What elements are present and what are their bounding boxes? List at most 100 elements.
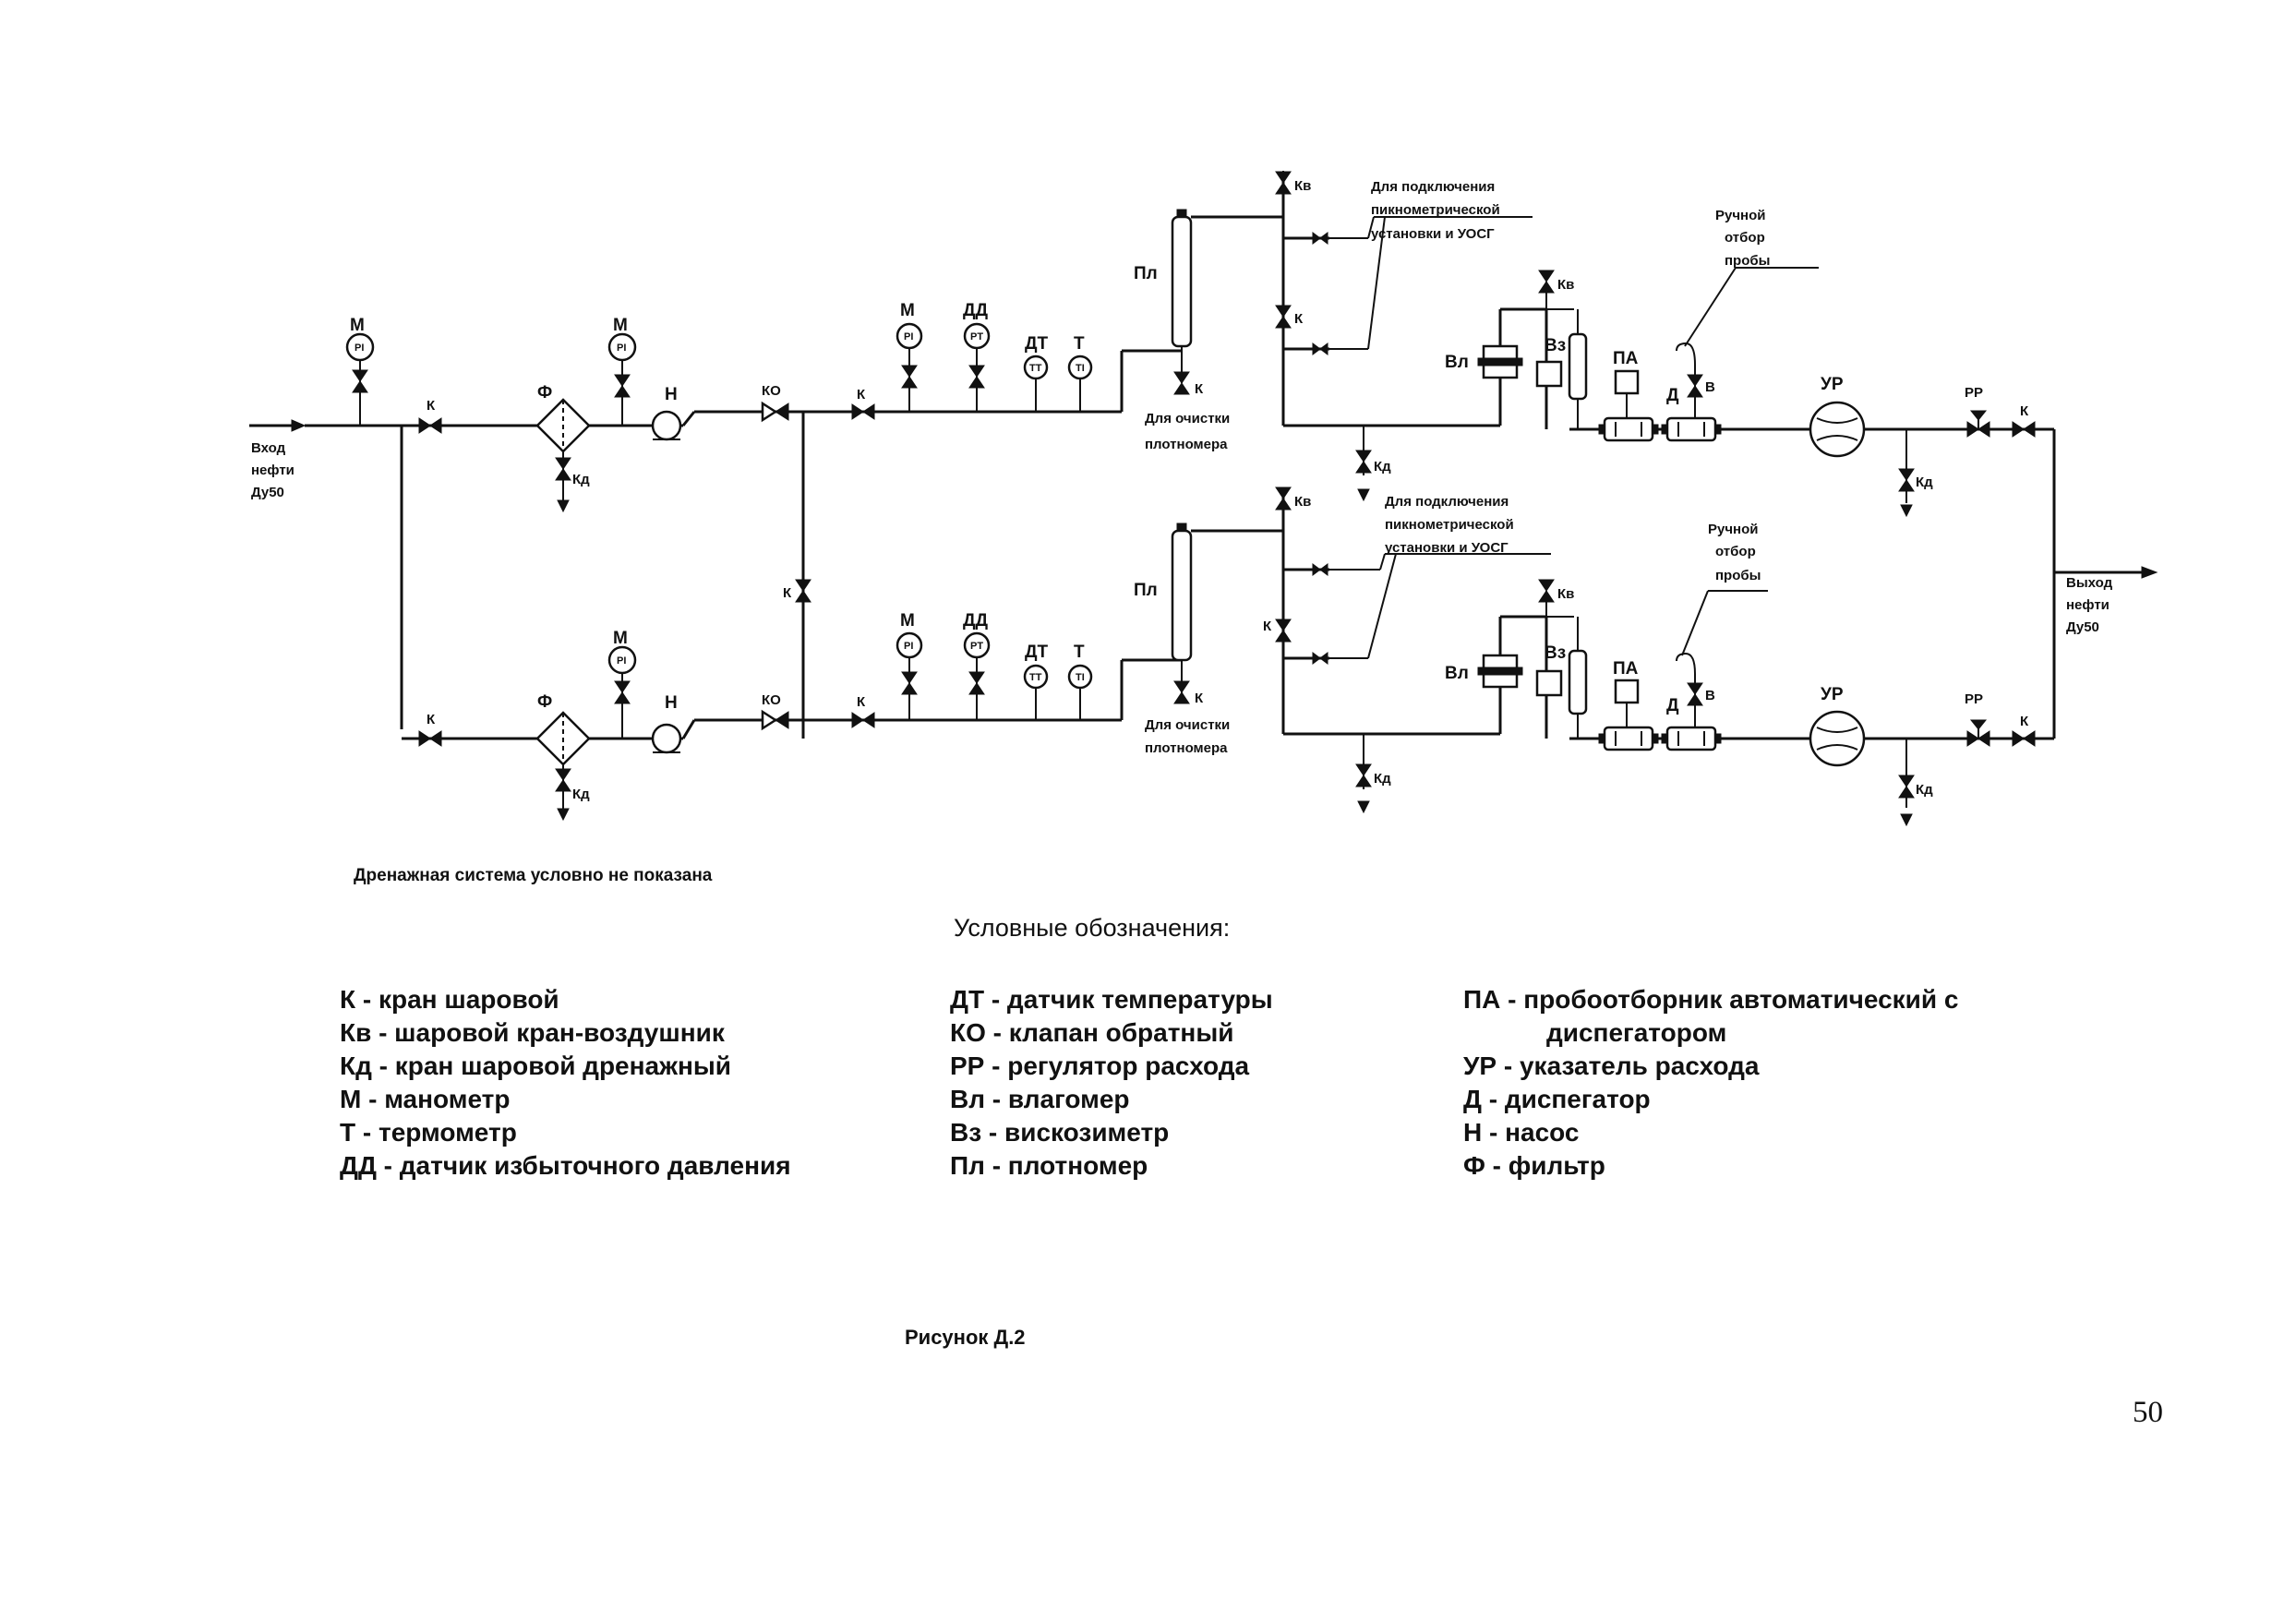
svg-text:Т: Т (1074, 643, 1085, 662)
svg-text:TT: TT (1029, 672, 1042, 683)
svg-text:Для очистки: Для очистки (1145, 717, 1230, 733)
svg-text:Кд: Кд (1916, 782, 1933, 798)
legend-title: Условные обозначения: (954, 914, 1231, 942)
svg-text:Кд: Кд (1374, 771, 1391, 787)
legend-item: КО - клапан обратный (950, 1018, 1234, 1047)
svg-text:ПА: ПА (1613, 659, 1639, 679)
svg-text:Ду50: Ду50 (2066, 619, 2099, 635)
svg-text:плотномера: плотномера (1145, 740, 1228, 756)
legend-column-1: К - кран шаровой Кв - шаровой кран-возду… (340, 983, 791, 1183)
svg-text:Д: Д (1666, 386, 1679, 405)
svg-text:нефти: нефти (251, 463, 295, 478)
legend-item: ПА - пробоотборник автоматический с дисп… (1463, 985, 1959, 1047)
svg-text:УР: УР (1821, 375, 1844, 394)
svg-text:PI: PI (355, 342, 364, 354)
legend-column-2: ДТ - датчик температуры КО - клапан обра… (950, 983, 1273, 1183)
legend-item: Д - диспегатор (1463, 1085, 1651, 1113)
page-number: 50 (2133, 1396, 2163, 1429)
svg-text:Ручной: Ручной (1708, 522, 1759, 537)
svg-text:ДД: ДД (963, 611, 989, 631)
svg-text:М: М (350, 316, 365, 335)
svg-text:В: В (1705, 379, 1715, 395)
svg-text:КО: КО (762, 692, 781, 708)
svg-text:пикнометрической: пикнометрической (1385, 517, 1514, 533)
svg-text:TI: TI (1076, 672, 1085, 683)
svg-text:Для подключения: Для подключения (1371, 179, 1495, 195)
svg-text:К: К (2020, 403, 2029, 419)
svg-text:Ф: Ф (537, 383, 552, 402)
svg-text:М: М (900, 301, 915, 320)
svg-text:пикнометрической: пикнометрической (1371, 202, 1500, 218)
svg-text:Т: Т (1074, 334, 1085, 354)
svg-text:Для очистки: Для очистки (1145, 411, 1230, 427)
legend-item: М - манометр (340, 1085, 511, 1113)
legend-item: Вз - вискозиметр (950, 1118, 1170, 1147)
svg-text:Вл: Вл (1445, 353, 1469, 372)
svg-text:К: К (1195, 381, 1204, 397)
legend-column-3: ПА - пробоотборник автоматический с дисп… (1463, 983, 2063, 1183)
flow-diagram: PI М PI М К Ф Кд Н КО К PI М (249, 171, 2158, 826)
legend-item: РР - регулятор расхода (950, 1051, 1250, 1080)
svg-text:Кд: Кд (1916, 475, 1933, 490)
svg-text:Ду50: Ду50 (251, 485, 284, 500)
svg-text:плотномера: плотномера (1145, 437, 1228, 452)
legend-item: УР - указатель расхода (1463, 1051, 1760, 1080)
svg-text:КО: КО (762, 383, 781, 399)
svg-text:ПА: ПА (1613, 349, 1639, 368)
svg-text:установки и УОСГ: установки и УОСГ (1385, 540, 1509, 556)
svg-text:УР: УР (1821, 685, 1844, 704)
svg-text:К: К (857, 387, 866, 402)
line-bottom: К К PI М Ф Кд Н КО К PI М PT ДД TT ДТ (402, 426, 2158, 826)
figure-caption: Рисунок Д.2 (905, 1326, 1026, 1349)
legend-item: Кд - кран шаровой дренажный (340, 1051, 732, 1080)
svg-text:Кд: Кд (572, 472, 590, 487)
legend-item: Н - насос (1463, 1118, 1580, 1147)
svg-text:Вл: Вл (1445, 664, 1469, 683)
svg-text:Н: Н (665, 693, 678, 713)
svg-text:PI: PI (904, 331, 913, 342)
legend-item: Ф - фильтр (1463, 1151, 1605, 1180)
legend-item: Т - термометр (340, 1118, 517, 1147)
svg-text:TI: TI (1076, 363, 1085, 374)
svg-text:нефти: нефти (2066, 597, 2110, 613)
svg-text:К: К (2020, 714, 2029, 729)
svg-text:Вз: Вз (1545, 643, 1566, 663)
svg-text:Пл: Пл (1134, 581, 1158, 600)
legend-item: Вл - влагомер (950, 1085, 1130, 1113)
svg-text:К: К (783, 585, 792, 601)
svg-text:отбор: отбор (1725, 230, 1765, 246)
svg-text:РР: РР (1965, 385, 1983, 401)
line-top: PI М PI М К Ф Кд Н КО К PI М (249, 171, 2056, 739)
svg-text:РР: РР (1965, 691, 1983, 707)
legend-item: Кв - шаровой кран-воздушник (340, 1018, 725, 1047)
svg-text:К: К (427, 712, 436, 727)
legend-item: ДД - датчик избыточного давления (340, 1151, 791, 1180)
svg-text:М: М (900, 611, 915, 631)
legend-item: Пл - плотномер (950, 1151, 1148, 1180)
svg-text:Для подключения: Для подключения (1385, 494, 1509, 510)
svg-text:PI: PI (904, 641, 913, 652)
svg-text:М: М (613, 629, 628, 648)
svg-text:Ручной: Ручной (1715, 208, 1766, 223)
svg-text:К: К (427, 398, 436, 414)
svg-text:ДТ: ДТ (1025, 643, 1049, 662)
svg-text:Кд: Кд (572, 787, 590, 802)
legend-item: ДТ - датчик температуры (950, 985, 1273, 1014)
svg-text:Ф: Ф (537, 692, 552, 712)
svg-text:PI: PI (617, 655, 626, 667)
svg-text:пробы: пробы (1725, 253, 1770, 269)
inlet-label: Вход (251, 440, 286, 456)
svg-text:отбор: отбор (1715, 544, 1756, 559)
svg-text:Кв: Кв (1557, 277, 1574, 293)
svg-text:PT: PT (970, 331, 983, 342)
svg-text:Кв: Кв (1294, 178, 1311, 194)
svg-text:К: К (857, 694, 866, 710)
svg-text:ДД: ДД (963, 301, 989, 320)
legend-item: К - кран шаровой (340, 985, 559, 1014)
pressure-gauge-icon (607, 332, 637, 362)
pressure-gauge-icon (345, 332, 375, 362)
svg-text:PT: PT (970, 641, 983, 652)
svg-text:пробы: пробы (1715, 568, 1761, 583)
svg-text:Кд: Кд (1374, 459, 1391, 475)
svg-text:Вз: Вз (1545, 336, 1566, 355)
